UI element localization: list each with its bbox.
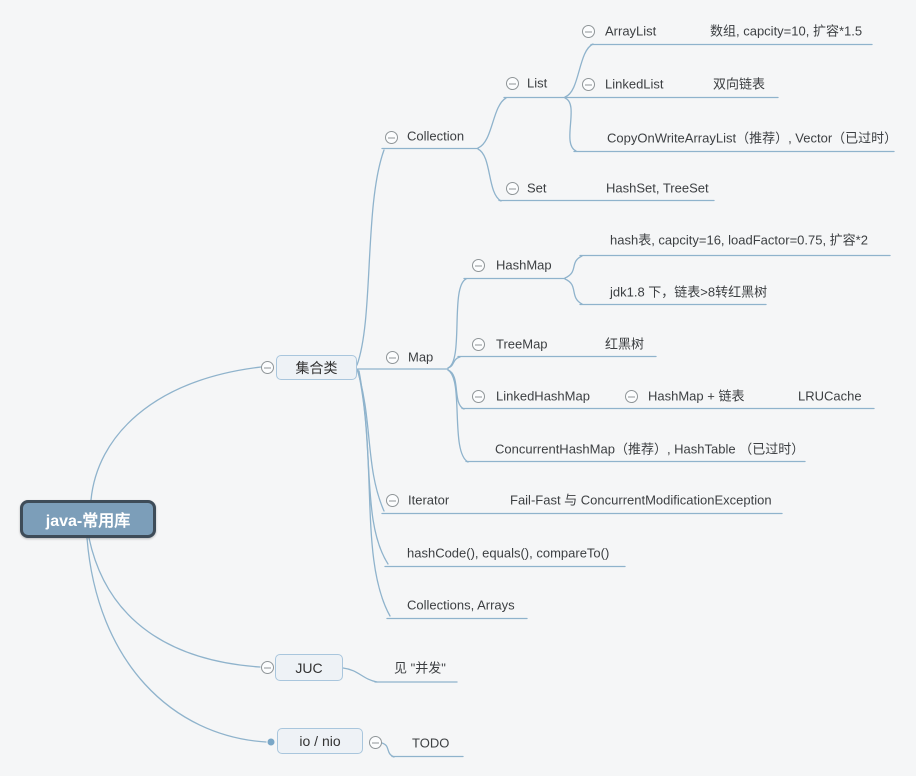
note-iterator[interactable]: Fail-Fast 与 ConcurrentModificationExcept… [510,492,772,508]
node-hashmap[interactable]: HashMap [496,257,552,273]
root-node-label: java-常用库 [45,513,131,530]
node-methods[interactable]: hashCode(), equals(), compareTo() [407,545,610,561]
note-hashmap-impl[interactable]: hash表, capcity=16, loadFactor=0.75, 扩容*2 [610,232,868,248]
node-io-nio[interactable]: io / nio [277,728,363,754]
linkedlist-collapse-icon[interactable] [582,78,595,91]
root-node[interactable]: java-常用库 [20,500,156,538]
edge-to-cow [564,97,577,152]
edge-to-concurrent [447,369,469,463]
edge-root-juc [88,537,261,668]
note-arraylist[interactable]: 数组, capcity=10, 扩容*1.5 [710,23,863,39]
note-juc[interactable]: 见 "并发" [394,660,446,676]
node-juc-label: JUC [295,659,323,676]
edge-to-list [477,97,507,149]
edge-to-hashmap-note1 [564,255,583,279]
hashmap-structure-collapse-icon[interactable] [625,390,638,403]
note-io-nio-todo[interactable]: TODO [412,735,450,751]
edge-root-ionio [86,537,267,743]
edge-to-arraylist [564,43,594,98]
node-utils[interactable]: Collections, Arrays [407,597,515,613]
collections-group-collapse-icon[interactable] [261,361,274,374]
note-set[interactable]: HashSet, TreeSet [606,180,709,196]
list-collapse-icon[interactable] [506,77,519,90]
set-collapse-icon[interactable] [506,182,519,195]
treemap-collapse-icon[interactable] [472,338,485,351]
node-map[interactable]: Map [408,349,434,365]
map-collapse-icon[interactable] [386,351,399,364]
node-list[interactable]: List [527,75,548,91]
node-linkedhashmap-structure[interactable]: HashMap + 链表 [648,388,745,404]
edge-to-collection [356,149,385,366]
iterator-collapse-icon[interactable] [386,494,399,507]
edge-to-hashmap [447,278,467,369]
branch-dot [267,738,275,746]
node-iterator[interactable]: Iterator [408,492,450,508]
node-juc[interactable]: JUC [275,654,343,681]
node-collections-group[interactable]: 集合类 [276,355,357,380]
edge-to-treemap [447,356,461,369]
edge-to-hashmap-note2 [564,278,583,305]
node-linkedlist[interactable]: LinkedList [605,76,664,92]
io-nio-collapse-icon[interactable] [369,736,382,749]
note-lrucache[interactable]: LRUCache [798,388,862,404]
node-set[interactable]: Set [527,180,547,196]
node-arraylist[interactable]: ArrayList [605,23,657,39]
node-collection[interactable]: Collection [407,128,465,144]
hashmap-collapse-icon[interactable] [472,259,485,272]
note-treemap[interactable]: 红黑树 [605,336,645,352]
node-cow-vector[interactable]: CopyOnWriteArrayList（推荐）, Vector（已过时） [607,130,898,146]
node-concurrenthashmap[interactable]: ConcurrentHashMap（推荐）, HashTable （已过时） [495,441,805,457]
note-linkedlist[interactable]: 双向链表 [713,76,766,92]
edge-to-juc-note [342,667,378,683]
linkedhashmap-collapse-icon[interactable] [472,390,485,403]
edge-root-collections [90,366,262,501]
edge-to-todo [381,742,395,758]
juc-collapse-icon[interactable] [261,661,274,674]
node-linkedhashmap[interactable]: LinkedHashMap [496,388,590,404]
node-treemap[interactable]: TreeMap [496,336,548,352]
collection-collapse-icon[interactable] [385,131,398,144]
edge-to-utils [358,370,391,617]
edge-to-methods [357,369,389,565]
edge-to-set [477,148,502,202]
node-collections-group-label: 集合类 [295,359,338,376]
note-hashmap-jdk18[interactable]: jdk1.8 下，链表>8转红黑树 [610,284,768,300]
node-io-nio-label: io / nio [299,733,341,749]
arraylist-collapse-icon[interactable] [582,25,595,38]
